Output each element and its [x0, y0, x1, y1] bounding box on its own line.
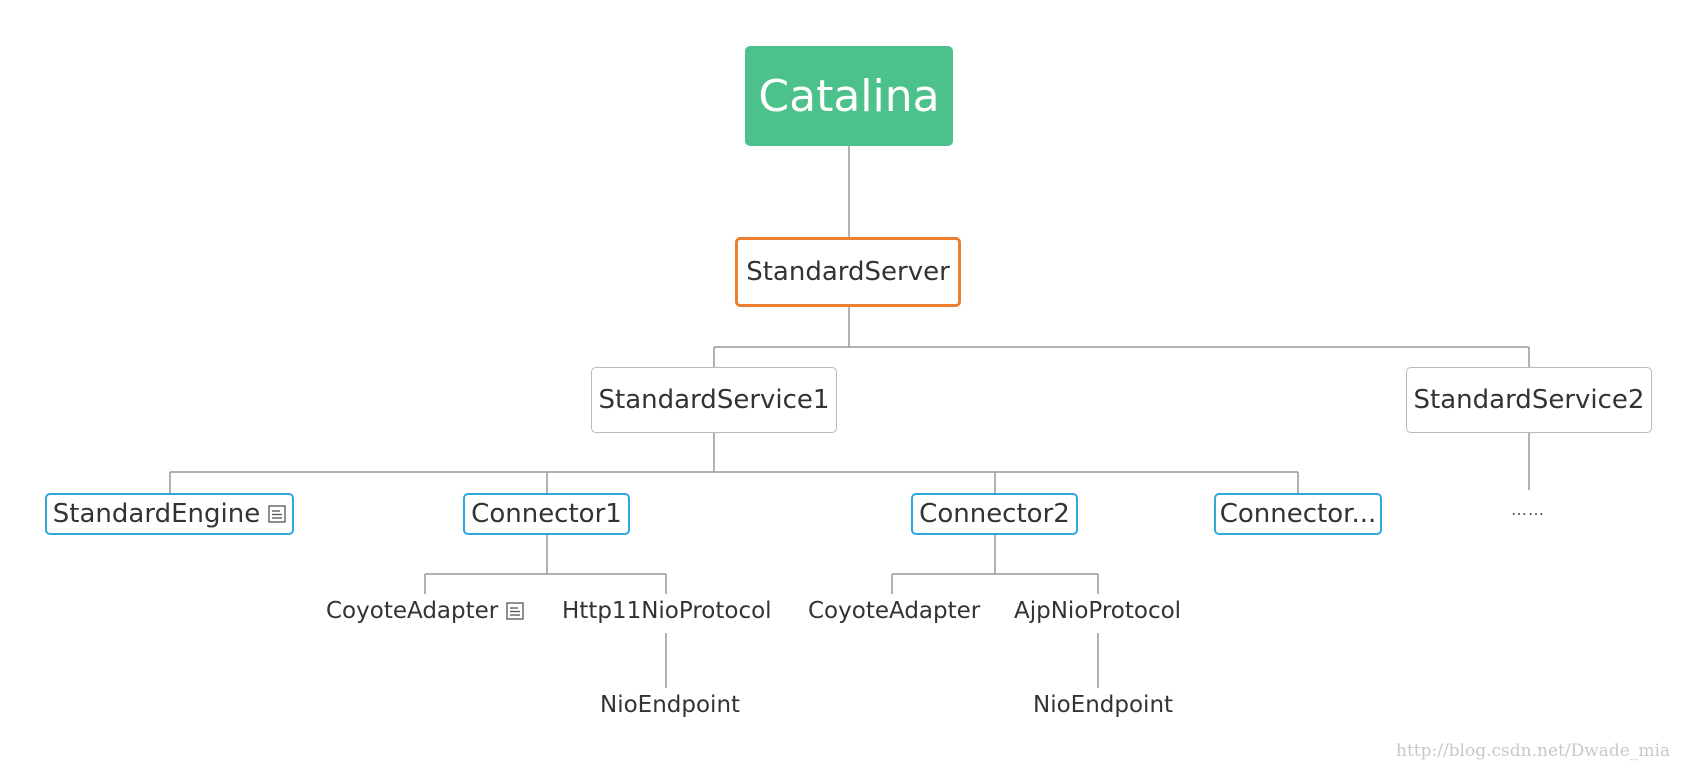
node-connector-more[interactable]: Connector...: [1214, 493, 1382, 535]
leaf-c2-nio-endpoint-label: NioEndpoint: [1033, 692, 1174, 718]
leaf-c2-coyote-adapter[interactable]: CoyoteAdapter: [808, 598, 980, 624]
leaf-c1-http11-nio-protocol-label: Http11NioProtocol: [562, 598, 772, 624]
service2-child-ellipsis: ……: [1511, 500, 1545, 519]
node-standard-engine-label: StandardEngine: [52, 499, 261, 529]
leaf-c2-coyote-adapter-label: CoyoteAdapter: [808, 598, 981, 624]
leaf-c1-http11-nio-protocol[interactable]: Http11NioProtocol: [562, 598, 772, 624]
node-standard-service1[interactable]: StandardService1: [591, 367, 837, 433]
node-catalina[interactable]: Catalina: [745, 46, 953, 146]
leaf-c2-ajp-nio-protocol[interactable]: AjpNioProtocol: [1014, 598, 1181, 624]
leaf-c1-coyote-adapter-label: CoyoteAdapter: [326, 598, 499, 624]
node-standard-service1-label: StandardService1: [598, 385, 830, 415]
leaf-c1-nio-endpoint-label: NioEndpoint: [600, 692, 741, 718]
node-connector2-label: Connector2: [919, 499, 1070, 529]
leaf-c2-ajp-nio-protocol-label: AjpNioProtocol: [1014, 598, 1182, 624]
node-connector1[interactable]: Connector1: [463, 493, 630, 535]
leaf-c2-nio-endpoint[interactable]: NioEndpoint: [1033, 692, 1173, 718]
node-standard-service2[interactable]: StandardService2: [1406, 367, 1652, 433]
node-standard-server-label: StandardServer: [746, 257, 950, 287]
note-icon[interactable]: [268, 505, 286, 523]
node-connector-more-label: Connector...: [1219, 499, 1377, 529]
leaf-c1-coyote-adapter[interactable]: CoyoteAdapter: [326, 598, 524, 624]
watermark: http://blog.csdn.net/Dwade_mia: [1396, 741, 1671, 761]
leaf-c1-nio-endpoint[interactable]: NioEndpoint: [600, 692, 740, 718]
node-standard-server[interactable]: StandardServer: [735, 237, 961, 307]
note-icon[interactable]: [506, 602, 524, 620]
node-standard-engine[interactable]: StandardEngine: [45, 493, 294, 535]
node-connector2[interactable]: Connector2: [911, 493, 1078, 535]
node-catalina-label: Catalina: [758, 70, 940, 122]
node-connector1-label: Connector1: [471, 499, 622, 529]
node-standard-service2-label: StandardService2: [1413, 385, 1645, 415]
